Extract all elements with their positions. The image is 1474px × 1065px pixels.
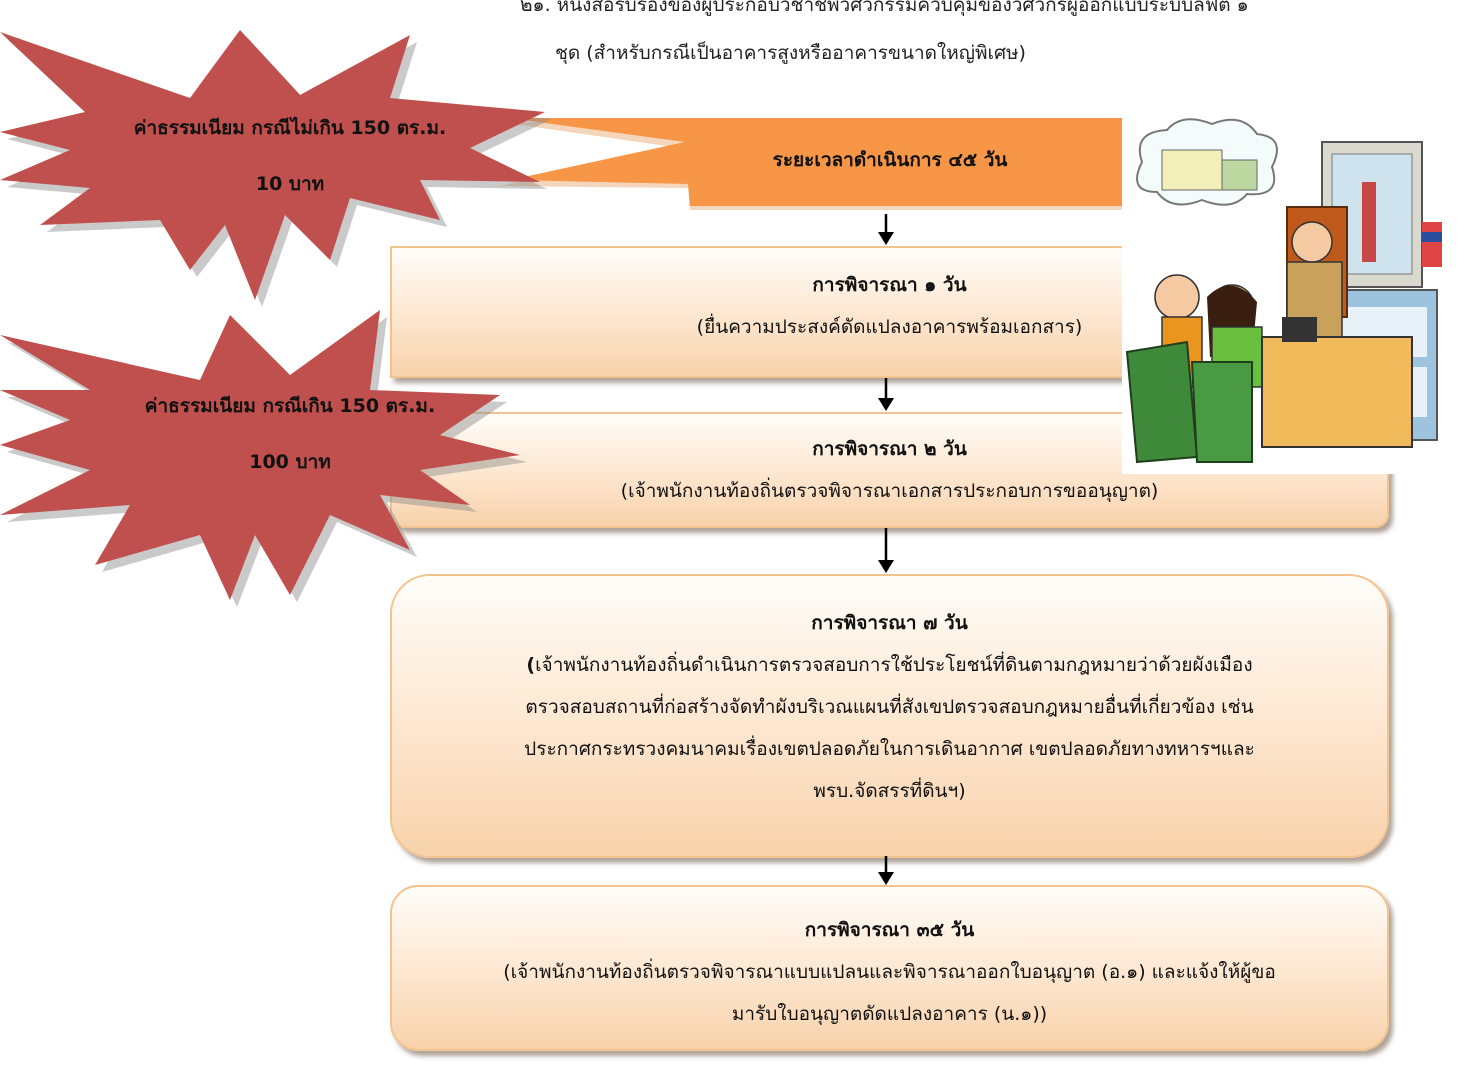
step-3-line-4: พรบ.จัดสรรที่ดินฯ) [813, 780, 966, 802]
fee-2-text: ค่าธรรมเนียม กรณีเกิน 150 ตร.ม. 100 บาท [100, 378, 480, 490]
step-1-title: การพิจารณา ๑ วัน [812, 274, 967, 296]
step-1-line-1: (ยื่นความประสงค์ดัดแปลงอาคารพร้อมเอกสาร) [696, 316, 1083, 338]
step-2-title: การพิจารณา ๒ วัน [812, 438, 967, 460]
step-3-line-1: (เจ้าพนักงานท้องถิ่นดำเนินการตรวจสอบการใ… [392, 644, 1387, 686]
fee-2-line-2: 100 บาท [249, 451, 331, 473]
step-3-line-3: ประกาศกระทรวงคมนาคมเรื่องเขตปลอดภัยในการ… [524, 738, 1255, 760]
fee-1-line-2: 10 บาท [255, 173, 325, 195]
step-2-line-1: (เจ้าพนักงานท้องถิ่นตรวจพิจารณาเอกสารประ… [620, 480, 1159, 502]
step-box-4: การพิจารณา ๓๕ วัน (เจ้าพนักงานท้องถิ่นตร… [390, 885, 1389, 1051]
step-4-line-1: (เจ้าพนักงานท้องถิ่นตรวจพิจารณาแบบแปลนแล… [503, 961, 1276, 983]
fee-starburst-1 [0, 30, 552, 307]
step-box-3: การพิจารณา ๗ วัน (เจ้าพนักงานท้องถิ่นดำเ… [390, 574, 1389, 858]
duration-banner-text: ระยะเวลาดำเนินการ ๔๕ วัน [772, 149, 1008, 171]
header-line-1: ๒๑. หนังสือรับรองของผู้ประกอบวิชาชีพวิศว… [520, 0, 1249, 16]
step-3-lead: ( [526, 654, 536, 676]
step-4-line-2: มารับใบอนุญาตดัดแปลงอาคาร (น.๑)) [731, 1003, 1048, 1025]
arrow-down-icon [878, 378, 894, 411]
fee-starburst-2 [0, 310, 527, 607]
step-3-title: การพิจารณา ๗ วัน [811, 612, 968, 634]
step-3-line-2: ตรวจสอบสถานที่ก่อสร้างจัดทำผังบริเวณแผนท… [525, 696, 1254, 718]
office-consultation-illustration [1122, 112, 1442, 474]
step-4-title: การพิจารณา ๓๕ วัน [804, 919, 975, 941]
duration-banner [500, 118, 1140, 210]
fee-1-text: ค่าธรรมเนียม กรณีไม่เกิน 150 ตร.ม. 10 บา… [100, 100, 480, 212]
fee-1-line-1: ค่าธรรมเนียม กรณีไม่เกิน 150 ตร.ม. [133, 117, 447, 139]
step-3-line-1-text: เจ้าพนักงานท้องถิ่นดำเนินการตรวจสอบการใช… [535, 654, 1253, 676]
arrow-down-icon [878, 214, 894, 245]
arrow-down-icon [878, 528, 894, 573]
fee-2-line-1: ค่าธรรมเนียม กรณีเกิน 150 ตร.ม. [144, 395, 436, 417]
arrow-down-icon [878, 856, 894, 885]
header-line-2: ชุด (สำหรับกรณีเป็นอาคารสูงหรืออาคารขนาด… [555, 42, 1026, 64]
